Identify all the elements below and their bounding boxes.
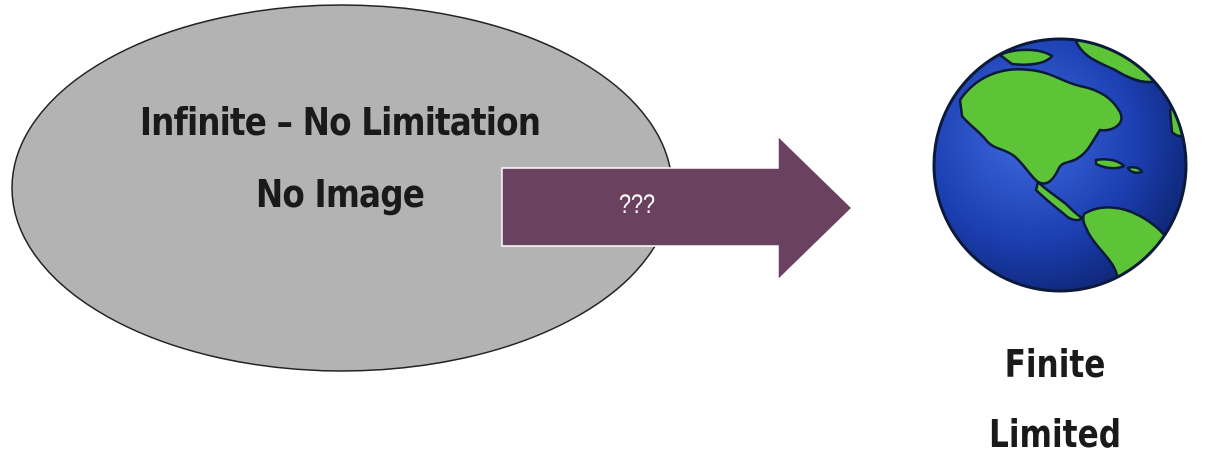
globe-caption-finite: Finite <box>1004 342 1106 386</box>
globe-icon <box>932 37 1188 293</box>
globe-caption-limited: Limited <box>988 412 1122 456</box>
transition-arrow <box>501 134 854 282</box>
oval-title: Infinite – No Limitation <box>139 100 541 144</box>
arrow-label: ??? <box>618 189 656 219</box>
oval-subtitle: No Image <box>255 172 425 216</box>
